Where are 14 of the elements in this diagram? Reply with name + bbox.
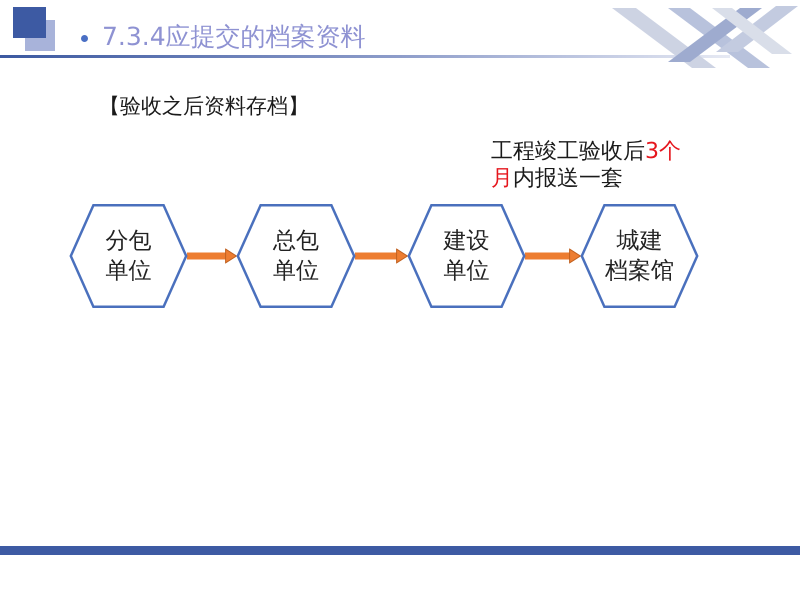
hexagon-node — [581, 204, 698, 308]
arrow — [355, 248, 408, 264]
hexagon-node — [408, 204, 525, 308]
unit-name: 城建档案馆 — [605, 227, 674, 286]
hexagon-node — [237, 204, 355, 308]
section-heading: 【验收之后资料存档】 — [99, 93, 309, 120]
unit-name: 分包单位 — [106, 227, 152, 286]
arrow — [187, 248, 237, 264]
deadline-note: 工程竣工验收后3个月内报送一套 — [491, 138, 682, 192]
hexagon-node — [70, 204, 187, 308]
unit-name: 建设单位 — [444, 227, 490, 286]
unit-name: 总包单位 — [273, 227, 319, 286]
arrow — [525, 248, 581, 264]
slide-title: 7.3.4应提交的档案资料 — [102, 22, 366, 52]
